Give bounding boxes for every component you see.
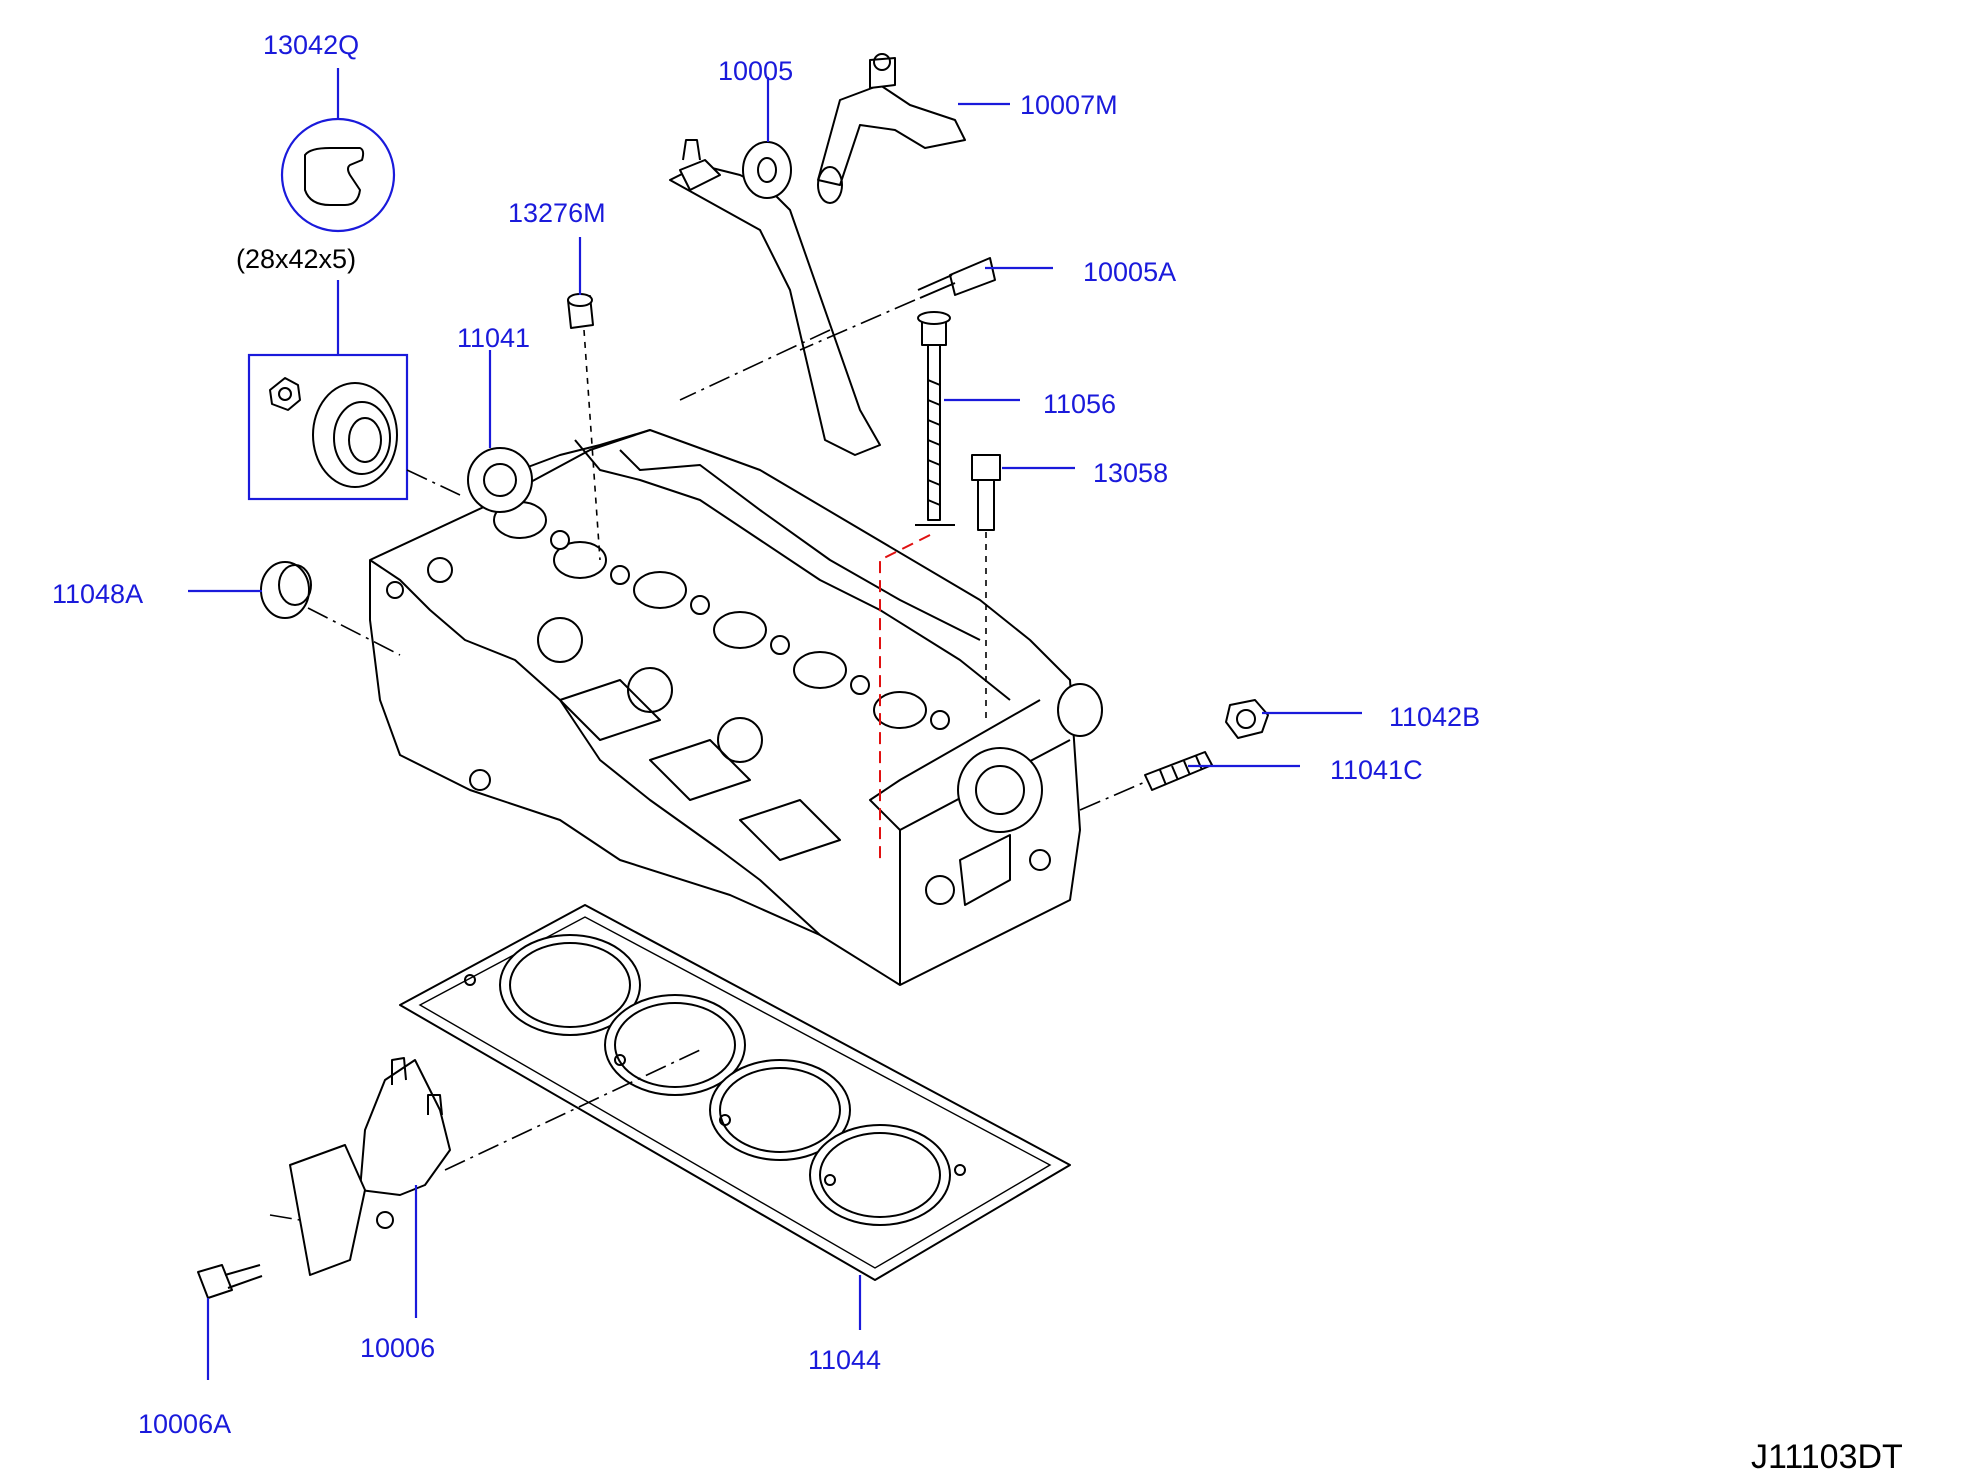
- label-seal-size: (28x42x5): [236, 244, 356, 274]
- label-11048a: 11048A: [52, 579, 143, 609]
- seal-inset: [247, 353, 409, 501]
- stud-11041c: [1144, 751, 1213, 791]
- label-11042b: 11042B: [1389, 702, 1480, 732]
- label-13058: 13058: [1093, 458, 1168, 488]
- center-lines: [269, 299, 1146, 1221]
- engine-hanger-10007m: [817, 53, 966, 204]
- label-10007m: 10007M: [1020, 90, 1118, 120]
- label-10006a: 10006A: [138, 1409, 231, 1439]
- label-11041: 11041: [457, 323, 530, 353]
- rear-hanger-10006: [289, 1057, 451, 1276]
- label-10006: 10006: [360, 1333, 435, 1363]
- part-labels: 13042Q (28x42x5) 10005 10007M 13276M 100…: [52, 30, 1903, 1476]
- label-13276m: 13276M: [508, 198, 606, 228]
- cylinder-head: [369, 429, 1103, 986]
- seal-detail-circle: [280, 117, 396, 233]
- head-bolt-11056: [915, 311, 955, 526]
- plug-11048a: [260, 561, 312, 619]
- label-10005a: 10005A: [1083, 257, 1176, 287]
- label-11056: 11056: [1043, 389, 1116, 419]
- head-gasket: [399, 904, 1071, 1281]
- engine-hanger-10005: [669, 139, 881, 456]
- label-11044: 11044: [808, 1345, 881, 1375]
- label-13042q: 13042Q: [263, 30, 359, 60]
- cam-caps: [493, 501, 950, 730]
- nut-11042b: [1225, 699, 1269, 739]
- label-10005: 10005: [718, 56, 793, 86]
- valve-stem-seal-13276m: [567, 293, 594, 329]
- bolt-10005a: [917, 257, 996, 299]
- diagram-code: J11103DT: [1751, 1438, 1903, 1476]
- bolt-13058: [971, 454, 1001, 531]
- leader-lines: [188, 68, 1362, 1380]
- bolt-10006a: [197, 1264, 263, 1299]
- label-11041c: 11041C: [1330, 755, 1423, 785]
